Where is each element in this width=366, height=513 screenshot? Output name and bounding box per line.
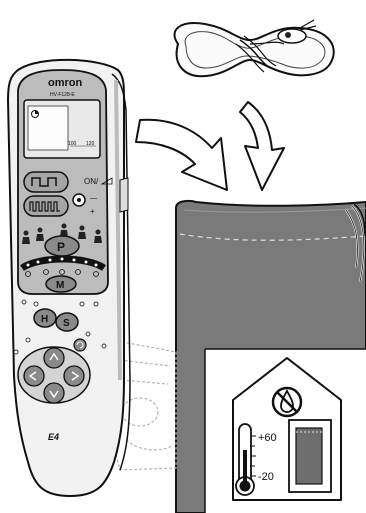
lcd-scale-b: 120 [86,141,95,147]
no-water-icon [273,388,301,416]
memory-button[interactable]: M [46,276,76,292]
mode-button-2[interactable] [24,196,68,216]
lcd-display: 100 120 [24,100,100,158]
h-button-label: H [41,314,48,325]
brand-logo: omron [48,77,83,89]
program-button-label: P [57,240,65,254]
onoff-label: ON/ [84,177,99,186]
tens-device-illustration: omron HV-F128-E 100 120 ON/ — + [8,60,130,496]
model-label: HV-F128-E [50,92,75,98]
s-button[interactable]: S [56,313,78,331]
device-tag: E4 [48,432,59,442]
lcd-scale-a: 100 [68,141,77,147]
minus-mark: — [90,195,97,202]
memory-button-label: M [56,280,64,291]
h-button[interactable]: H [34,309,56,327]
small-pouch-icon [289,420,331,492]
electrode-pads-illustration [174,20,333,76]
mode-button-1[interactable] [24,172,68,192]
reset-button[interactable] [74,339,86,351]
temp-min-label: -20 [258,471,274,483]
arrow-to-pouch-icon [136,120,227,190]
direction-pad[interactable] [18,347,90,403]
temp-max-label: +60 [258,432,277,444]
program-button[interactable]: P [45,236,79,256]
plus-mark: + [90,207,95,216]
s-button-label: S [63,318,70,329]
storage-conditions-card: +60 -20 [205,349,366,513]
power-dial[interactable] [73,194,85,206]
arrow-pads-to-pouch-icon [240,102,284,190]
